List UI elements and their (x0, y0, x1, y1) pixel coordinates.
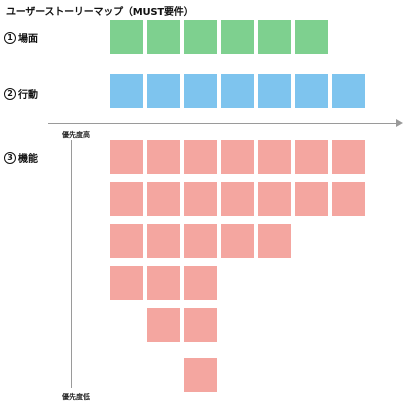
circle-number-2-icon: 2 (4, 87, 16, 100)
function-note (184, 308, 217, 342)
action-note (295, 74, 328, 108)
action-note (184, 74, 217, 108)
action-note (221, 74, 254, 108)
priority-high-label: 優先度高 (62, 131, 90, 139)
function-note (147, 224, 180, 258)
action-note (258, 74, 291, 108)
priority-axis-line (71, 140, 72, 388)
function-note (110, 182, 143, 216)
function-note (295, 182, 328, 216)
function-note (221, 182, 254, 216)
row-label-action: 2 行動 (4, 86, 38, 101)
scene-note (258, 20, 291, 54)
scene-note (147, 20, 180, 54)
action-note (147, 74, 180, 108)
scene-note (184, 20, 217, 54)
row-label-text: 行動 (18, 90, 38, 101)
scene-note (221, 20, 254, 54)
function-note (332, 140, 365, 174)
priority-low-label: 優先度低 (62, 393, 90, 401)
function-note (332, 182, 365, 216)
function-note (147, 140, 180, 174)
function-note (110, 140, 143, 174)
action-note (332, 74, 365, 108)
function-note (258, 140, 291, 174)
action-note (110, 74, 143, 108)
scene-note (110, 20, 143, 54)
circle-number-1-icon: 1 (4, 31, 16, 44)
function-note (147, 182, 180, 216)
function-note (184, 266, 217, 300)
timeline-arrow-line (48, 123, 400, 124)
function-note (184, 140, 217, 174)
function-note (110, 266, 143, 300)
function-note (147, 266, 180, 300)
row-label-text: 機能 (18, 154, 38, 165)
row-label-function: 3 機能 (4, 150, 38, 165)
function-note (184, 182, 217, 216)
function-note (221, 224, 254, 258)
function-note (258, 182, 291, 216)
function-note (295, 140, 328, 174)
function-note (110, 224, 143, 258)
function-note (258, 224, 291, 258)
circle-number-3-icon: 3 (4, 151, 16, 164)
page-title: ユーザーストーリーマップ（MUST要件） (6, 7, 194, 18)
function-note (184, 358, 217, 392)
scene-note (295, 20, 328, 54)
function-note (221, 140, 254, 174)
function-note (147, 308, 180, 342)
function-note (184, 224, 217, 258)
row-label-text: 場面 (18, 34, 38, 45)
row-label-scene: 1 場面 (4, 30, 38, 45)
arrow-right-icon (396, 119, 403, 127)
